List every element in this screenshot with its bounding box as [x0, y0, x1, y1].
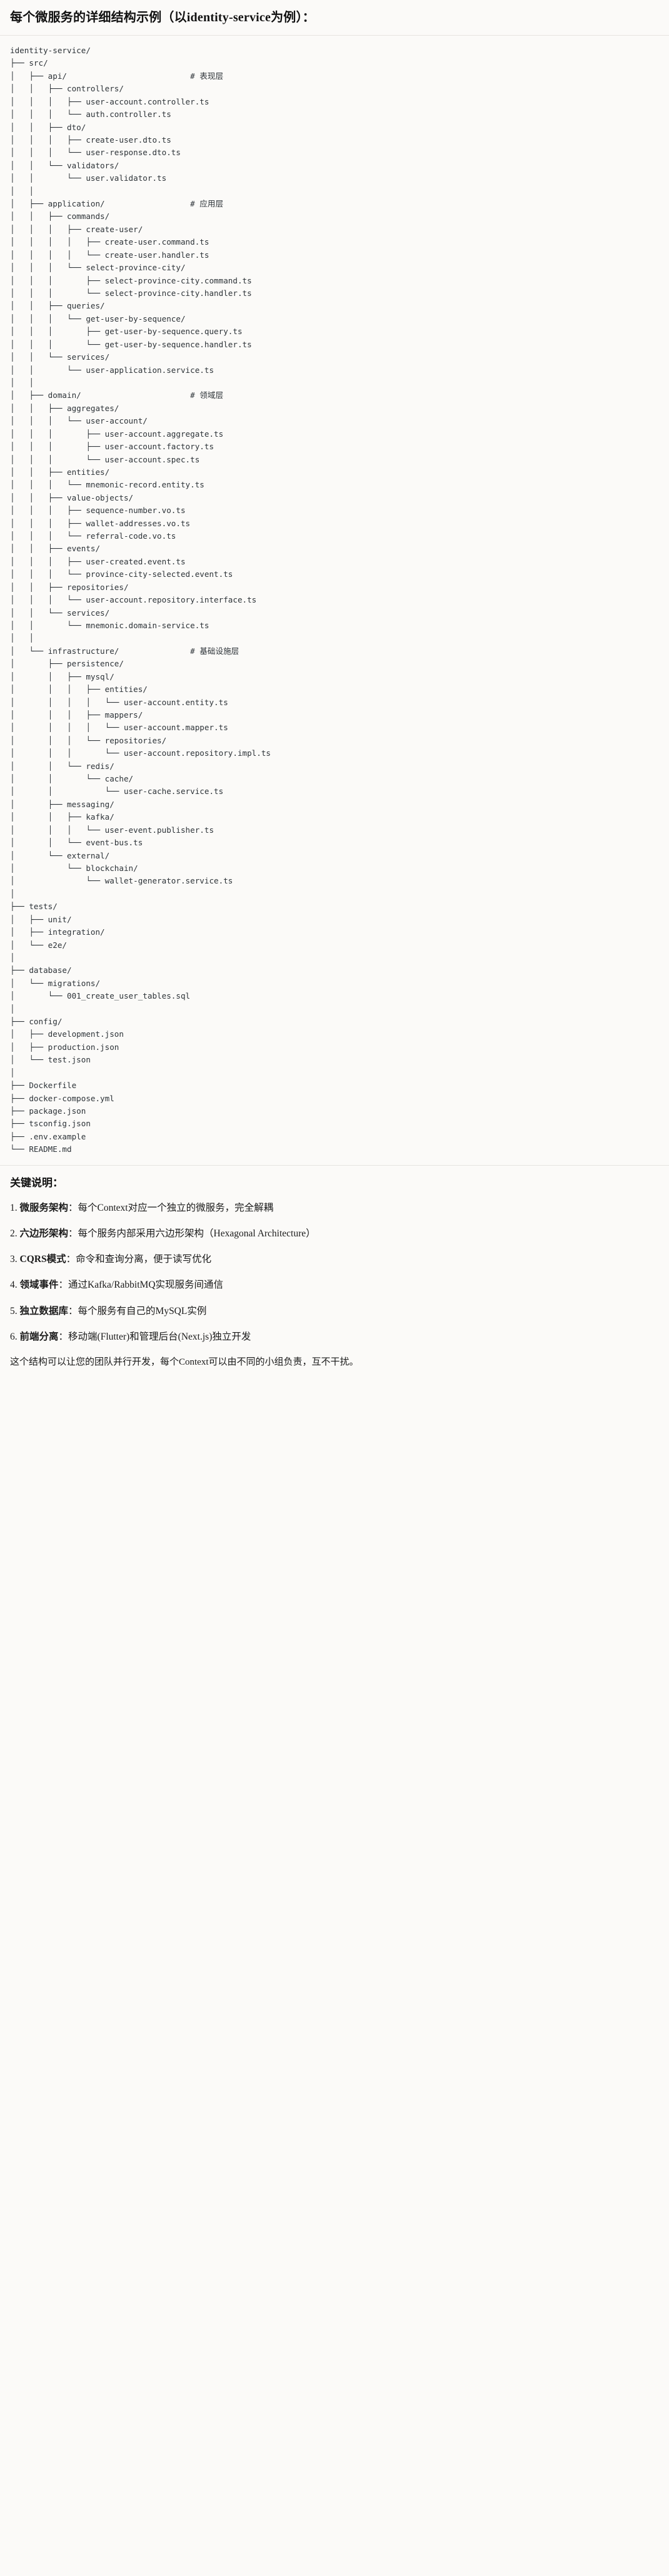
note-key: 六边形架构 [19, 1228, 69, 1239]
note-value: 每个服务内部采用六边形架构（Hexagonal Architecture） [78, 1228, 316, 1239]
note-value: 每个Context对应一个独立的微服务，完全解耦 [78, 1202, 274, 1213]
closing-paragraph: 这个结构可以让您的团队并行开发，每个Context可以由不同的小组负责，互不干扰… [10, 1357, 359, 1367]
note-number: 5. [10, 1305, 18, 1316]
note-value: 通过Kafka/RabbitMQ实现服务间通信 [68, 1280, 224, 1291]
note-number: 4. [10, 1280, 18, 1291]
note-number: 1. [10, 1202, 18, 1213]
note-key: CQRS模式 [19, 1254, 66, 1265]
note-separator: ： [58, 1331, 69, 1342]
divider-top [0, 35, 669, 36]
key-notes-section: 关键说明： 1. 微服务架构：每个Context对应一个独立的微服务，完全解耦 … [0, 1166, 669, 1378]
note-number: 3. [10, 1254, 18, 1265]
note-key: 独立数据库 [19, 1305, 69, 1316]
note-item: 4. 领域事件：通过Kafka/RabbitMQ实现服务间通信 [10, 1278, 659, 1292]
note-item: 3. CQRS模式：命令和查询分离，便于读写优化 [10, 1252, 659, 1266]
note-item: 1. 微服务架构：每个Context对应一个独立的微服务，完全解耦 [10, 1201, 659, 1215]
divider-bottom [0, 1164, 669, 1166]
note-key: 领域事件 [19, 1280, 59, 1291]
note-item: 2. 六边形架构：每个服务内部采用六边形架构（Hexagonal Archite… [10, 1226, 659, 1241]
note-key: 前端分离 [19, 1331, 59, 1342]
directory-tree-block: identity-service/ ├── src/ │ ├── api/ # … [0, 36, 669, 1165]
note-separator: ： [68, 1202, 78, 1213]
page-title: 每个微服务的详细结构示例（以identity-service为例）： [10, 11, 315, 24]
note-item: 5. 独立数据库：每个服务有自己的MySQL实例 [10, 1304, 659, 1318]
note-value: 每个服务有自己的MySQL实例 [78, 1305, 207, 1316]
note-separator: ： [66, 1254, 76, 1265]
note-value: 命令和查询分离，便于读写优化 [76, 1254, 212, 1265]
document-page: 每个微服务的详细结构示例（以identity-service为例）： ident… [0, 11, 669, 1378]
note-separator: ： [58, 1280, 69, 1291]
note-number: 6. [10, 1331, 18, 1342]
note-separator: ： [68, 1228, 78, 1239]
note-separator: ： [68, 1305, 78, 1316]
directory-tree: identity-service/ ├── src/ │ ├── api/ # … [10, 46, 271, 1154]
note-number: 2. [10, 1228, 18, 1239]
key-notes-heading: 关键说明： [10, 1176, 63, 1189]
note-key: 微服务架构 [19, 1202, 69, 1213]
note-item: 6. 前端分离：移动端(Flutter)和管理后台(Next.js)独立开发 [10, 1330, 659, 1344]
note-value: 移动端(Flutter)和管理后台(Next.js)独立开发 [68, 1331, 251, 1342]
